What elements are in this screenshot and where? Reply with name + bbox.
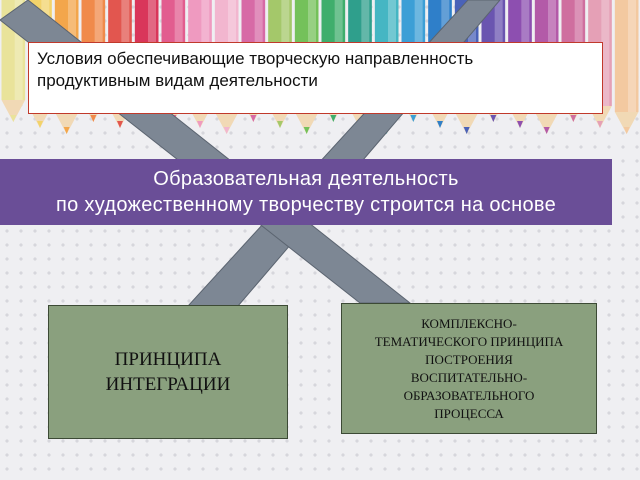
principle-integration-label: ПРИНЦИПА ИНТЕГРАЦИИ: [105, 349, 231, 395]
complex-thematic-principle-box: КОМПЛЕКСНО- ТЕМАТИЧЕСКОГО ПРИНЦИПА ПОСТР…: [341, 303, 597, 434]
banner-line-1: Образовательная деятельность: [153, 168, 459, 190]
banner-line-2: по художественному творчеству строится н…: [56, 194, 556, 216]
principle-integration-box: ПРИНЦИПА ИНТЕГРАЦИИ: [48, 305, 288, 439]
page-title: Условия обеспечивающие творческую направ…: [28, 42, 603, 114]
complex-thematic-principle-label: КОМПЛЕКСНО- ТЕМАТИЧЕСКОГО ПРИНЦИПА ПОСТР…: [374, 315, 564, 421]
info-banner: Образовательная деятельность по художест…: [0, 159, 612, 225]
title-text: Условия обеспечивающие творческую направ…: [37, 49, 474, 90]
pencil: [614, 0, 639, 134]
